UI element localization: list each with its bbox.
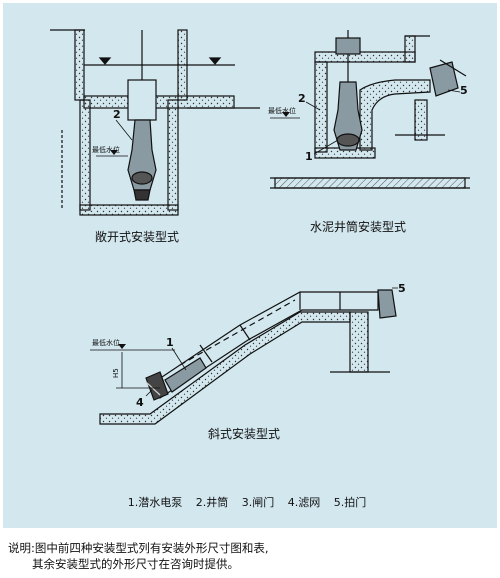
legend-item-well: 2.井筒	[195, 496, 229, 509]
well-callout-2: 2	[298, 92, 306, 105]
well-installation-drawing	[270, 30, 470, 189]
well-installation-caption: 水泥井筒安装型式	[310, 220, 407, 234]
legend-item-gate: 3.闸门	[241, 496, 275, 509]
legend-item-strainer: 4.滤网	[287, 496, 321, 509]
inclined-installation-caption: 斜式安装型式	[208, 427, 281, 441]
open-installation-caption: 敞开式安装型式	[95, 230, 180, 244]
legend-item-flap-valve: 5.拍门	[333, 496, 367, 509]
well-callout-5: 5	[460, 84, 468, 97]
well-callout-1: 1	[305, 150, 313, 163]
inclined-installation-drawing	[90, 287, 398, 425]
note-line-2: 其余安装型式的外形尺寸在咨询时提供。	[32, 557, 239, 571]
inclined-dimension-label: H5	[112, 368, 120, 378]
inclined-callout-4: 4	[136, 396, 144, 409]
well-water-level-label: 最低水位	[268, 106, 296, 115]
open-installation-drawing	[50, 29, 260, 216]
open-callout-2: 2	[113, 108, 121, 121]
inclined-callout-1: 1	[166, 336, 174, 349]
open-water-level-label: 最低水位	[92, 145, 120, 154]
legend-item-submersible-pump: 1.潜水电泵	[127, 496, 183, 509]
component-legend: 1.潜水电泵 2.井筒 3.闸门 4.滤网 5.拍门	[0, 494, 494, 510]
inclined-water-level-label: 最低水位	[92, 338, 120, 347]
inclined-callout-5: 5	[398, 282, 406, 295]
note-line-1: 说明:图中前四种安装型式列有安装外形尺寸图和表,	[8, 541, 269, 555]
